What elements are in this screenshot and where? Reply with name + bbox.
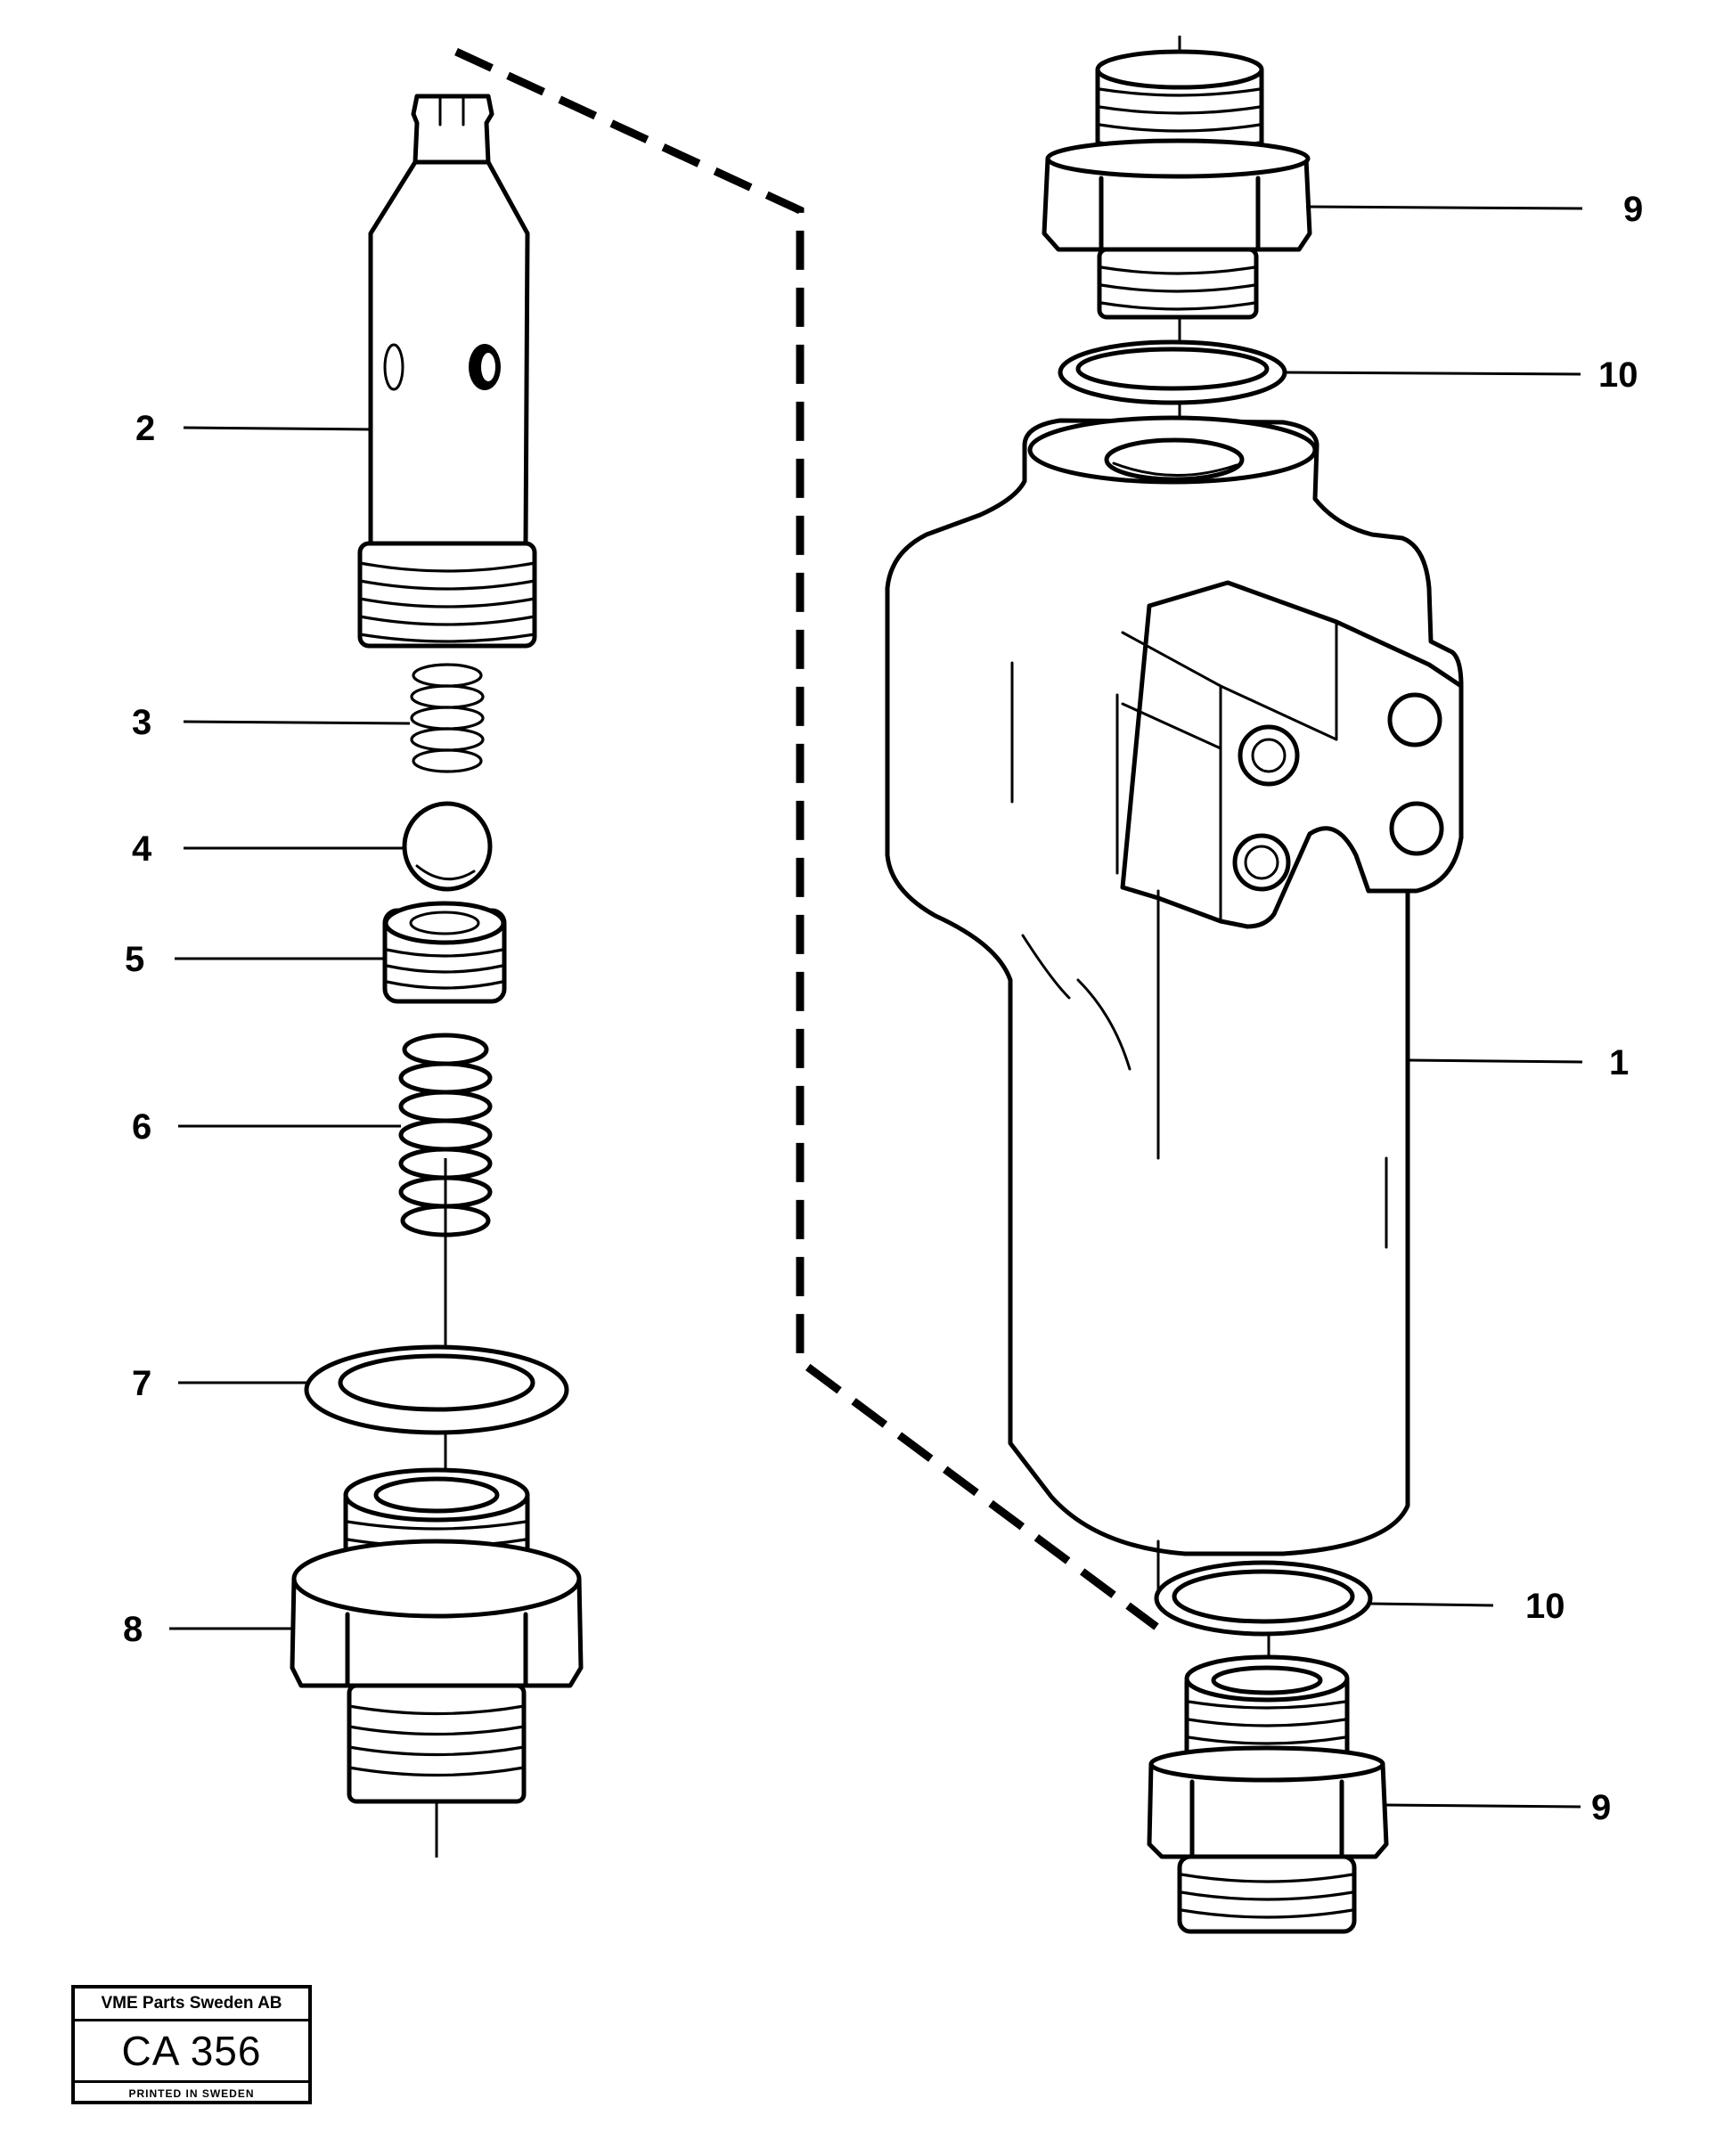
callout-4: 4 <box>132 829 152 869</box>
callout-10-bottom: 10 <box>1525 1587 1565 1626</box>
part-10-o-ring-bottom <box>1154 1560 1373 1637</box>
callout-9-bottom: 9 <box>1591 1788 1611 1827</box>
callout-8: 8 <box>123 1610 143 1649</box>
leader-10-top <box>1284 371 1581 376</box>
callout-5: 5 <box>125 940 144 979</box>
callout-7: 7 <box>132 1364 151 1403</box>
callout-1: 1 <box>1609 1043 1629 1082</box>
part-9-union-bottom <box>1147 1654 1389 1934</box>
parts-catalog-stamp: VME Parts Sweden AB CA 356 PRINTED IN SW… <box>71 1985 312 2104</box>
leader-1 <box>1407 1058 1583 1064</box>
part-2-valve-insert <box>357 94 537 649</box>
part-4-ball <box>402 801 493 892</box>
leader-9-bottom <box>1384 1803 1581 1809</box>
stamp-company: VME Parts Sweden AB <box>75 1989 308 2021</box>
leader-9-top <box>1305 205 1583 210</box>
part-5-valve-seat <box>382 901 507 1004</box>
callout-2: 2 <box>135 409 155 448</box>
part-7-sealing-washer <box>304 1344 569 1435</box>
leader-2 <box>183 426 373 431</box>
callout-9-top: 9 <box>1623 190 1643 229</box>
alignment-dashed-line <box>454 47 1159 1630</box>
callout-3: 3 <box>132 703 151 742</box>
stamp-printed: PRINTED IN SWEDEN <box>128 2087 255 2100</box>
part-3-small-spring <box>410 663 485 773</box>
callout-6: 6 <box>132 1107 151 1147</box>
part-6-large-spring <box>398 1033 493 1237</box>
part-9-union-top <box>1042 49 1312 320</box>
part-8-adapter-nipple <box>290 1467 584 1804</box>
part-10-o-ring-top <box>1058 339 1287 405</box>
stamp-code: CA 356 <box>75 2021 308 2083</box>
callout-10-top: 10 <box>1598 355 1638 395</box>
leader-3 <box>183 720 411 725</box>
part-1-valve-housing <box>885 415 1464 1605</box>
leader-10-bottom <box>1369 1602 1494 1607</box>
